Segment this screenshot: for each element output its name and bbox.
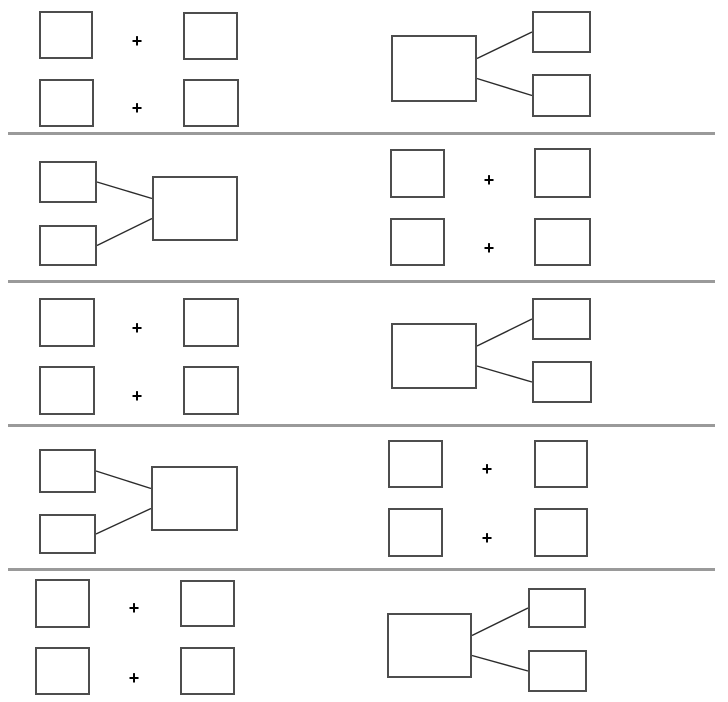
part-box bbox=[39, 514, 96, 554]
whole-box bbox=[151, 466, 238, 531]
addend-box bbox=[534, 440, 588, 488]
row-divider bbox=[8, 280, 715, 283]
plus-operator: + bbox=[131, 31, 143, 51]
part-box bbox=[39, 225, 97, 266]
part-box bbox=[532, 361, 592, 403]
addend-box bbox=[35, 647, 90, 695]
part-box bbox=[532, 298, 591, 340]
whole-box bbox=[391, 323, 477, 389]
part-box bbox=[532, 11, 591, 53]
addend-box bbox=[390, 149, 445, 198]
part-box bbox=[39, 449, 96, 493]
addend-box bbox=[388, 440, 443, 488]
plus-operator: + bbox=[128, 668, 140, 688]
plus-operator: + bbox=[131, 386, 143, 406]
plus-operator: + bbox=[483, 170, 495, 190]
plus-operator: + bbox=[483, 238, 495, 258]
addend-box bbox=[39, 11, 93, 59]
addend-box bbox=[534, 218, 591, 266]
part-box bbox=[528, 650, 587, 692]
addend-box bbox=[39, 79, 94, 127]
plus-operator: + bbox=[131, 318, 143, 338]
addend-box bbox=[183, 79, 239, 127]
row-divider bbox=[8, 424, 715, 427]
addend-box bbox=[388, 508, 443, 557]
addend-box bbox=[39, 366, 95, 415]
addend-box bbox=[183, 298, 239, 347]
plus-operator: + bbox=[481, 528, 493, 548]
plus-operator: + bbox=[128, 598, 140, 618]
addend-box bbox=[390, 218, 445, 266]
addend-box bbox=[183, 366, 239, 415]
addend-box bbox=[534, 148, 591, 198]
addend-box bbox=[35, 579, 90, 628]
row-divider bbox=[8, 132, 715, 135]
whole-box bbox=[387, 613, 472, 678]
addend-box bbox=[180, 580, 235, 627]
addend-box bbox=[534, 508, 588, 557]
part-box bbox=[39, 161, 97, 203]
part-box bbox=[528, 588, 586, 628]
whole-box bbox=[152, 176, 238, 241]
addend-box bbox=[183, 12, 238, 60]
part-box bbox=[532, 74, 591, 117]
plus-operator: + bbox=[481, 459, 493, 479]
plus-operator: + bbox=[131, 98, 143, 118]
row-divider bbox=[8, 568, 715, 571]
addend-box bbox=[180, 647, 235, 695]
whole-box bbox=[391, 35, 477, 102]
addend-box bbox=[39, 298, 95, 347]
